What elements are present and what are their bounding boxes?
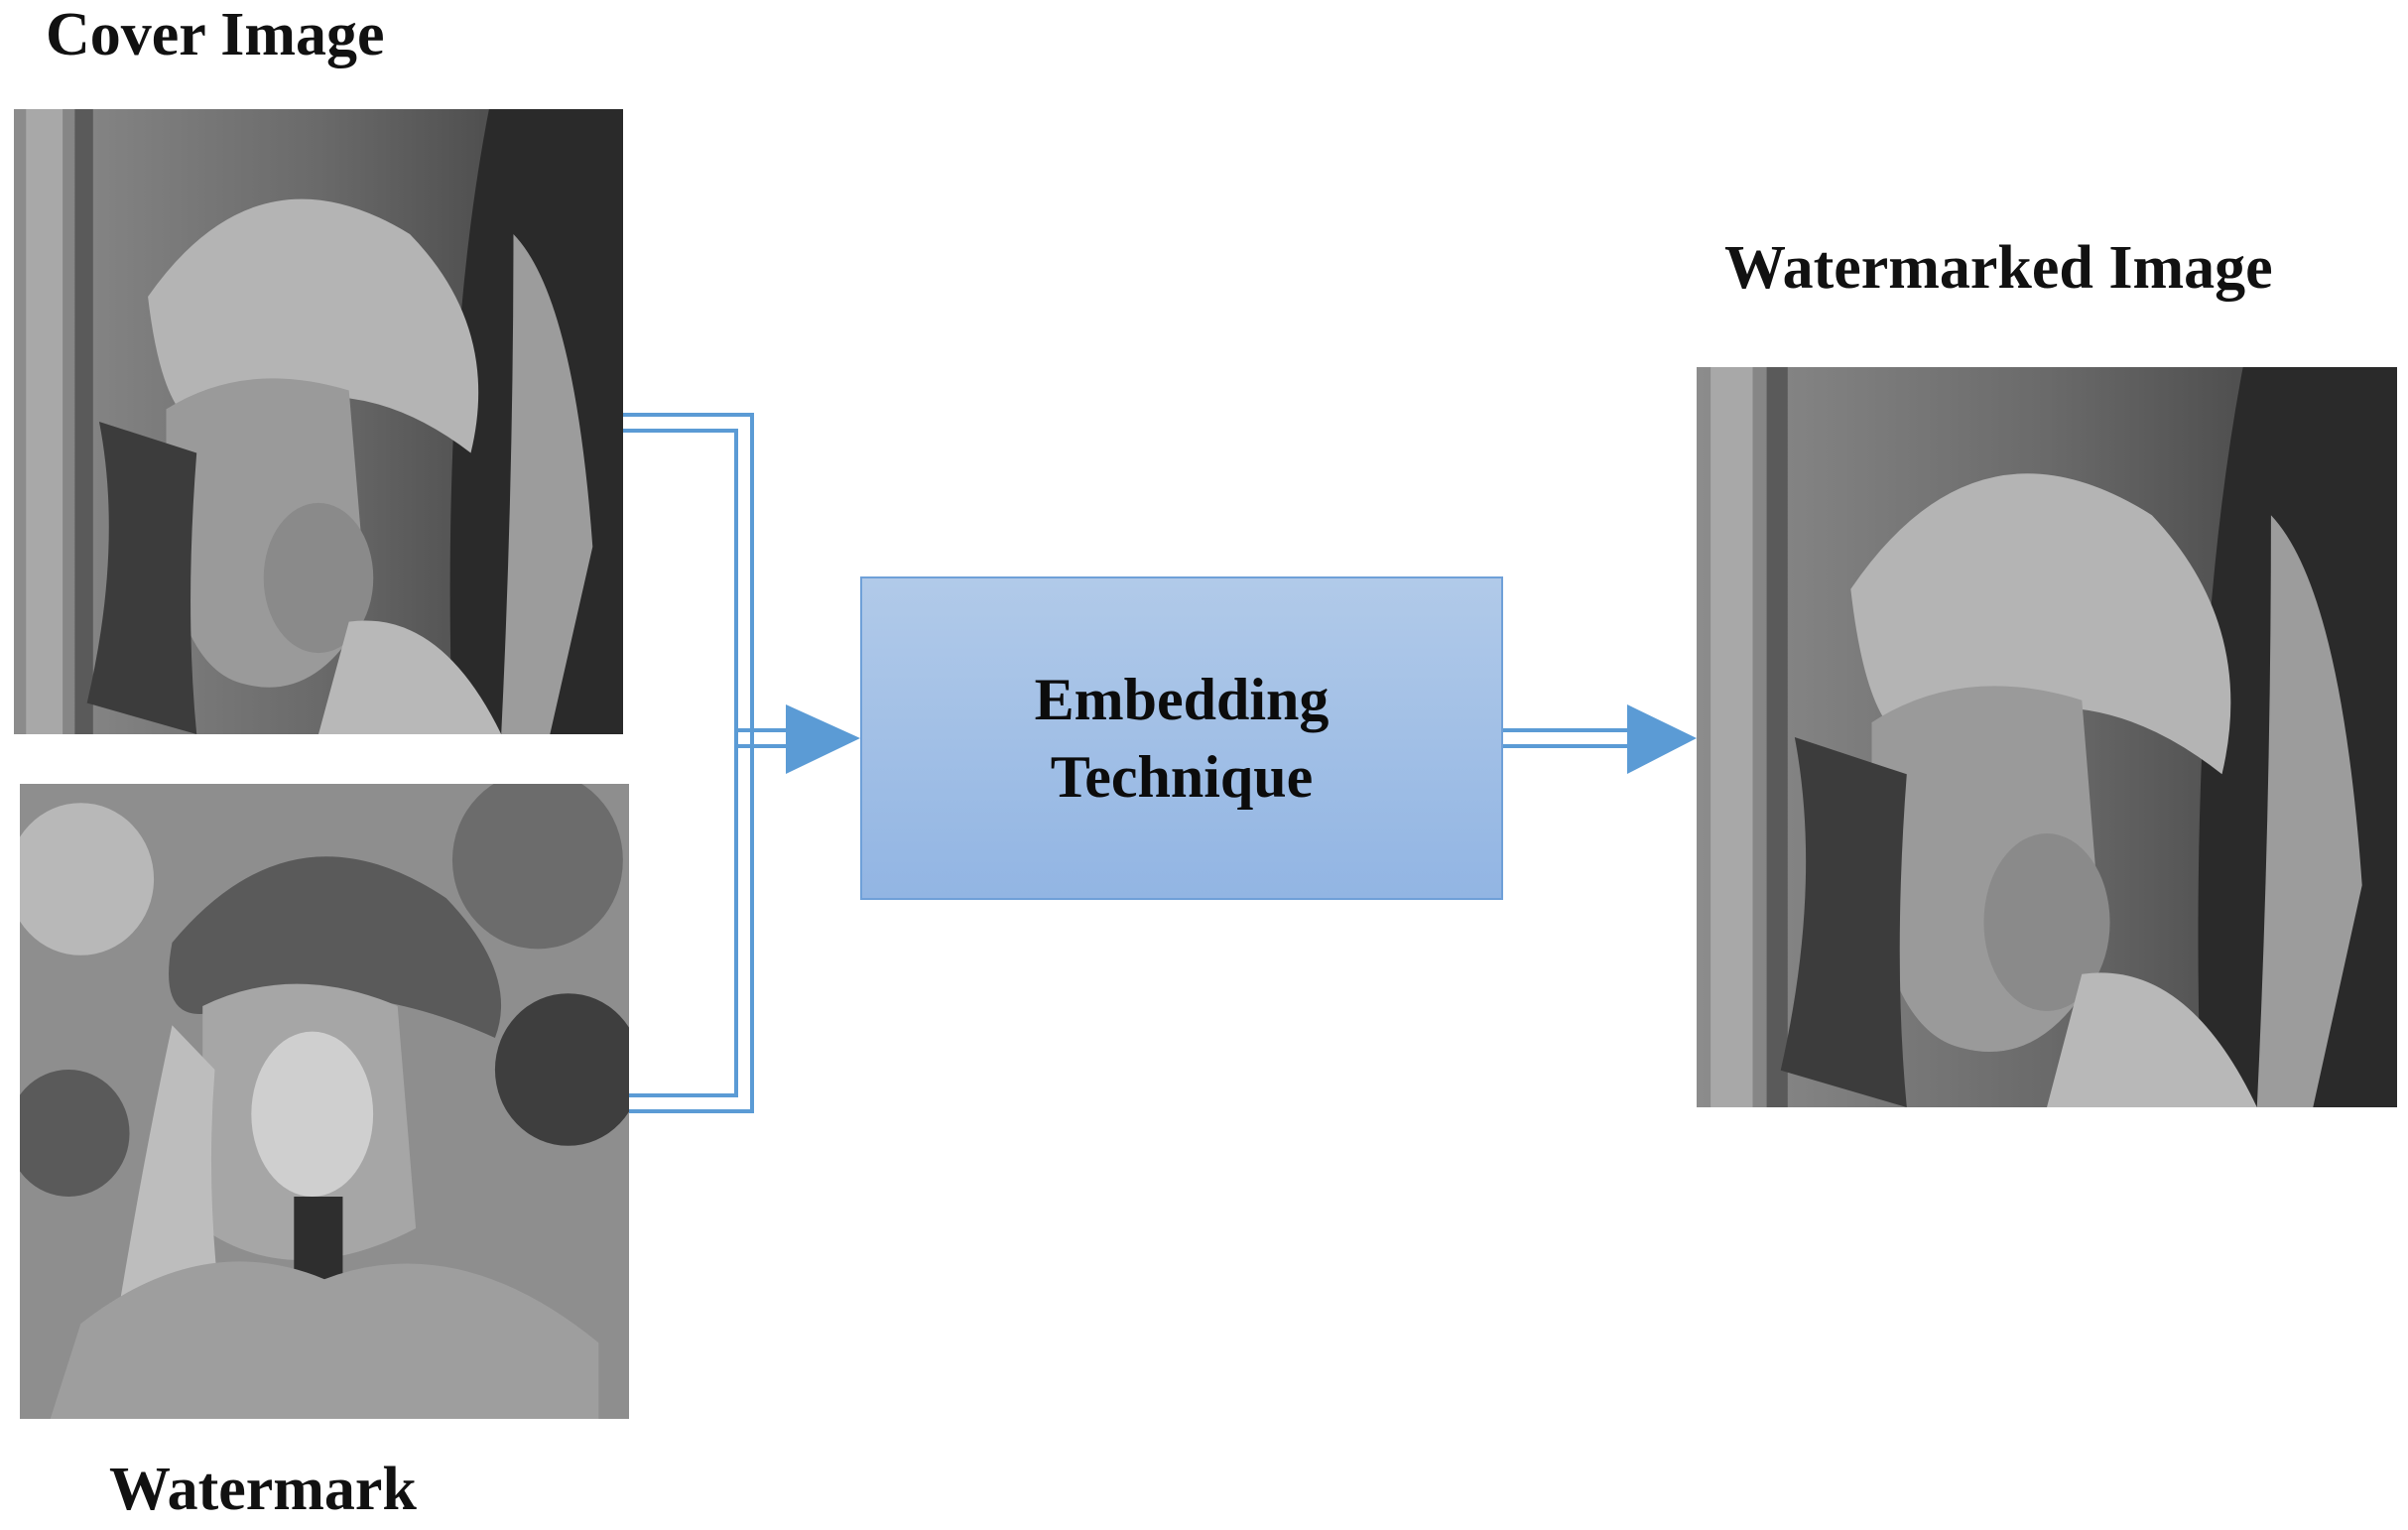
watermarked-image-photo [1697, 367, 2397, 1107]
input-arrowhead [786, 704, 860, 774]
technique-label: Technique [1050, 744, 1314, 810]
watermark-label: Watermark [109, 1456, 417, 1523]
watermarked-image-label: Watermarked Image [1724, 234, 2273, 302]
watermark-connector [629, 734, 754, 1113]
cover-image-photo [14, 109, 623, 734]
cover-image-label: Cover Image [46, 1, 385, 68]
cover-connector [623, 413, 754, 734]
embedding-label: Embedding [1034, 667, 1330, 732]
watermark-photo [20, 784, 629, 1419]
output-arrowhead [1627, 704, 1697, 774]
embedding-technique-box: Embedding Technique [860, 576, 1503, 900]
